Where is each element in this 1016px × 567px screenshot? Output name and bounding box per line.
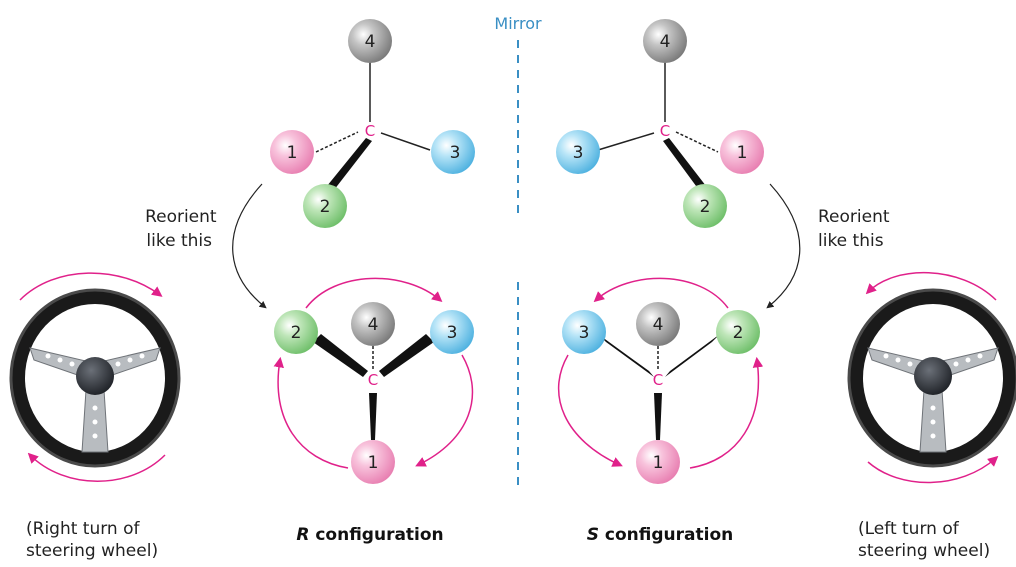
svg-text:2: 2 (320, 197, 331, 217)
center-atom-label: C (653, 371, 663, 389)
molecule-top-right: C 4 3 1 2 (556, 19, 764, 228)
reorient-arrow-right (766, 183, 801, 309)
center-atom-label: C (365, 122, 375, 140)
svg-text:4: 4 (660, 32, 671, 52)
atom-3 (556, 130, 600, 174)
s-configuration-label: S configuration (587, 525, 734, 545)
svg-text:4: 4 (653, 315, 664, 335)
reorient-arrow-left (232, 183, 267, 309)
atom-4 (348, 19, 392, 63)
reorient-label-left: Reorient like this (145, 207, 222, 251)
atom-2 (274, 310, 318, 354)
r-configuration-label: R configuration (296, 525, 443, 545)
svg-text:3: 3 (447, 323, 458, 343)
svg-text:2: 2 (291, 323, 302, 343)
molecule-s-configuration: C 4 3 2 1 (557, 277, 764, 484)
atom-4 (636, 302, 680, 346)
molecule-r-configuration: C 4 2 3 1 (273, 277, 474, 484)
caption-left: (Right turn of steering wheel) (26, 519, 158, 561)
atom-1 (720, 130, 764, 174)
svg-text:1: 1 (737, 143, 748, 163)
svg-text:3: 3 (573, 143, 584, 163)
svg-text:1: 1 (287, 143, 298, 163)
steering-wheel-left-icon (9, 272, 181, 482)
svg-text:3: 3 (579, 323, 590, 343)
mirror-label: Mirror (494, 14, 542, 33)
svg-text:3: 3 (450, 143, 461, 163)
atom-2 (303, 184, 347, 228)
atom-3 (562, 310, 606, 354)
svg-text:1: 1 (653, 453, 664, 473)
atom-1 (351, 440, 395, 484)
atom-2 (683, 184, 727, 228)
svg-text:2: 2 (733, 323, 744, 343)
svg-text:4: 4 (365, 32, 376, 52)
svg-text:4: 4 (368, 315, 379, 335)
atom-4 (351, 302, 395, 346)
svg-text:1: 1 (368, 453, 379, 473)
caption-right: (Left turn of steering wheel) (858, 519, 990, 561)
atom-2 (716, 310, 760, 354)
atom-1 (270, 130, 314, 174)
atom-4 (643, 19, 687, 63)
center-atom-label: C (368, 371, 378, 389)
reorient-label-right: Reorient like this (818, 207, 895, 251)
atom-3 (430, 310, 474, 354)
center-atom-label: C (660, 122, 670, 140)
atom-1 (636, 440, 680, 484)
molecule-top-left: C 4 1 3 2 (270, 19, 475, 228)
steering-wheel-right-icon (847, 271, 1016, 484)
atom-3 (431, 130, 475, 174)
svg-text:2: 2 (700, 197, 711, 217)
